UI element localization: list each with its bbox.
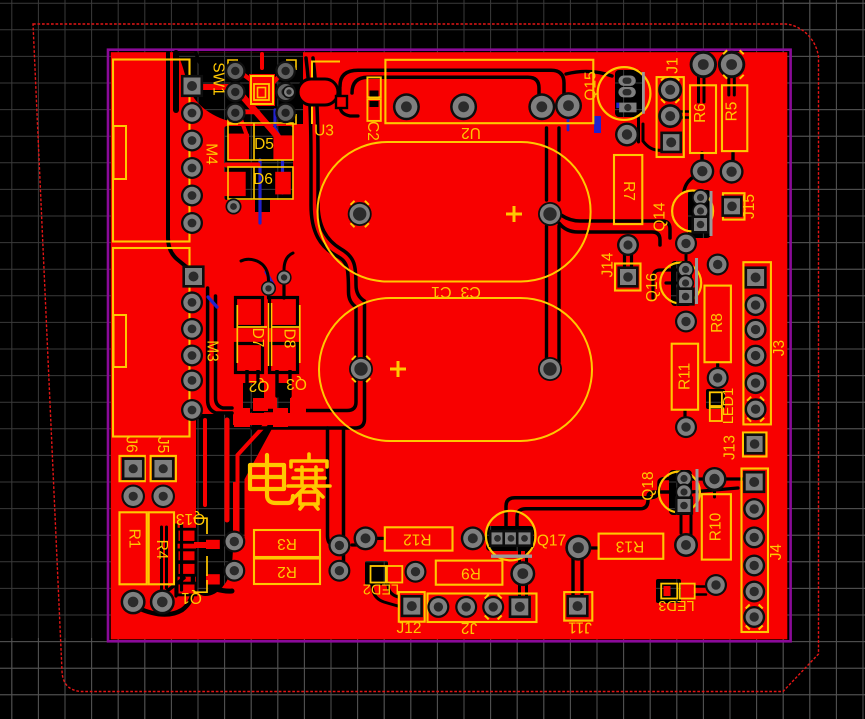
svg-text:R11: R11 bbox=[676, 363, 693, 390]
svg-text:J5: J5 bbox=[154, 437, 171, 453]
svg-text:Q17: Q17 bbox=[537, 533, 566, 550]
svg-text:J2: J2 bbox=[461, 619, 477, 636]
svg-text:R7: R7 bbox=[620, 181, 637, 201]
svg-text:R10: R10 bbox=[708, 512, 725, 541]
svg-text:R8: R8 bbox=[709, 313, 726, 333]
svg-text:Q2: Q2 bbox=[249, 377, 270, 394]
svg-text:D8: D8 bbox=[280, 329, 297, 349]
svg-text:M3: M3 bbox=[204, 340, 221, 362]
svg-text:LED3: LED3 bbox=[658, 597, 694, 613]
svg-text:R5: R5 bbox=[723, 102, 740, 122]
svg-text:R1: R1 bbox=[126, 529, 143, 549]
svg-text:J4: J4 bbox=[768, 543, 785, 560]
svg-text:D7: D7 bbox=[249, 328, 266, 348]
svg-text:U2: U2 bbox=[461, 124, 481, 141]
svg-text:R6: R6 bbox=[692, 103, 709, 123]
svg-text:C2: C2 bbox=[364, 121, 381, 141]
svg-text:J3: J3 bbox=[771, 340, 788, 356]
svg-text:SW1: SW1 bbox=[210, 62, 227, 96]
svg-text:Q1: Q1 bbox=[181, 589, 202, 606]
svg-text:Q13: Q13 bbox=[176, 510, 205, 527]
svg-text:R3: R3 bbox=[277, 535, 297, 552]
svg-text:R9: R9 bbox=[461, 564, 481, 581]
svg-text:R13: R13 bbox=[616, 538, 644, 555]
svg-text:D5: D5 bbox=[254, 136, 274, 153]
svg-text:J15: J15 bbox=[741, 194, 758, 219]
svg-text:M4: M4 bbox=[203, 143, 220, 165]
svg-text:Q14: Q14 bbox=[652, 202, 669, 232]
svg-text:Q18: Q18 bbox=[640, 471, 657, 500]
svg-text:U3: U3 bbox=[314, 123, 334, 140]
svg-text:J11: J11 bbox=[568, 619, 592, 636]
svg-text:J13: J13 bbox=[722, 435, 739, 460]
svg-text:Q15: Q15 bbox=[583, 71, 600, 100]
svg-text:LED2: LED2 bbox=[363, 581, 399, 597]
svg-text:R2: R2 bbox=[277, 563, 297, 580]
svg-text:J12: J12 bbox=[397, 620, 422, 637]
svg-text:R12: R12 bbox=[403, 531, 431, 548]
svg-text:R4: R4 bbox=[153, 540, 170, 560]
svg-text:Q16: Q16 bbox=[644, 273, 661, 302]
svg-text:Q3: Q3 bbox=[286, 375, 307, 392]
svg-text:J14: J14 bbox=[599, 252, 616, 277]
svg-text:J6: J6 bbox=[123, 436, 140, 452]
svg-text:J1: J1 bbox=[665, 57, 682, 73]
svg-text:C3 C1: C3 C1 bbox=[431, 283, 481, 300]
svg-text:LED1: LED1 bbox=[721, 388, 737, 424]
svg-text:D6: D6 bbox=[253, 171, 273, 188]
